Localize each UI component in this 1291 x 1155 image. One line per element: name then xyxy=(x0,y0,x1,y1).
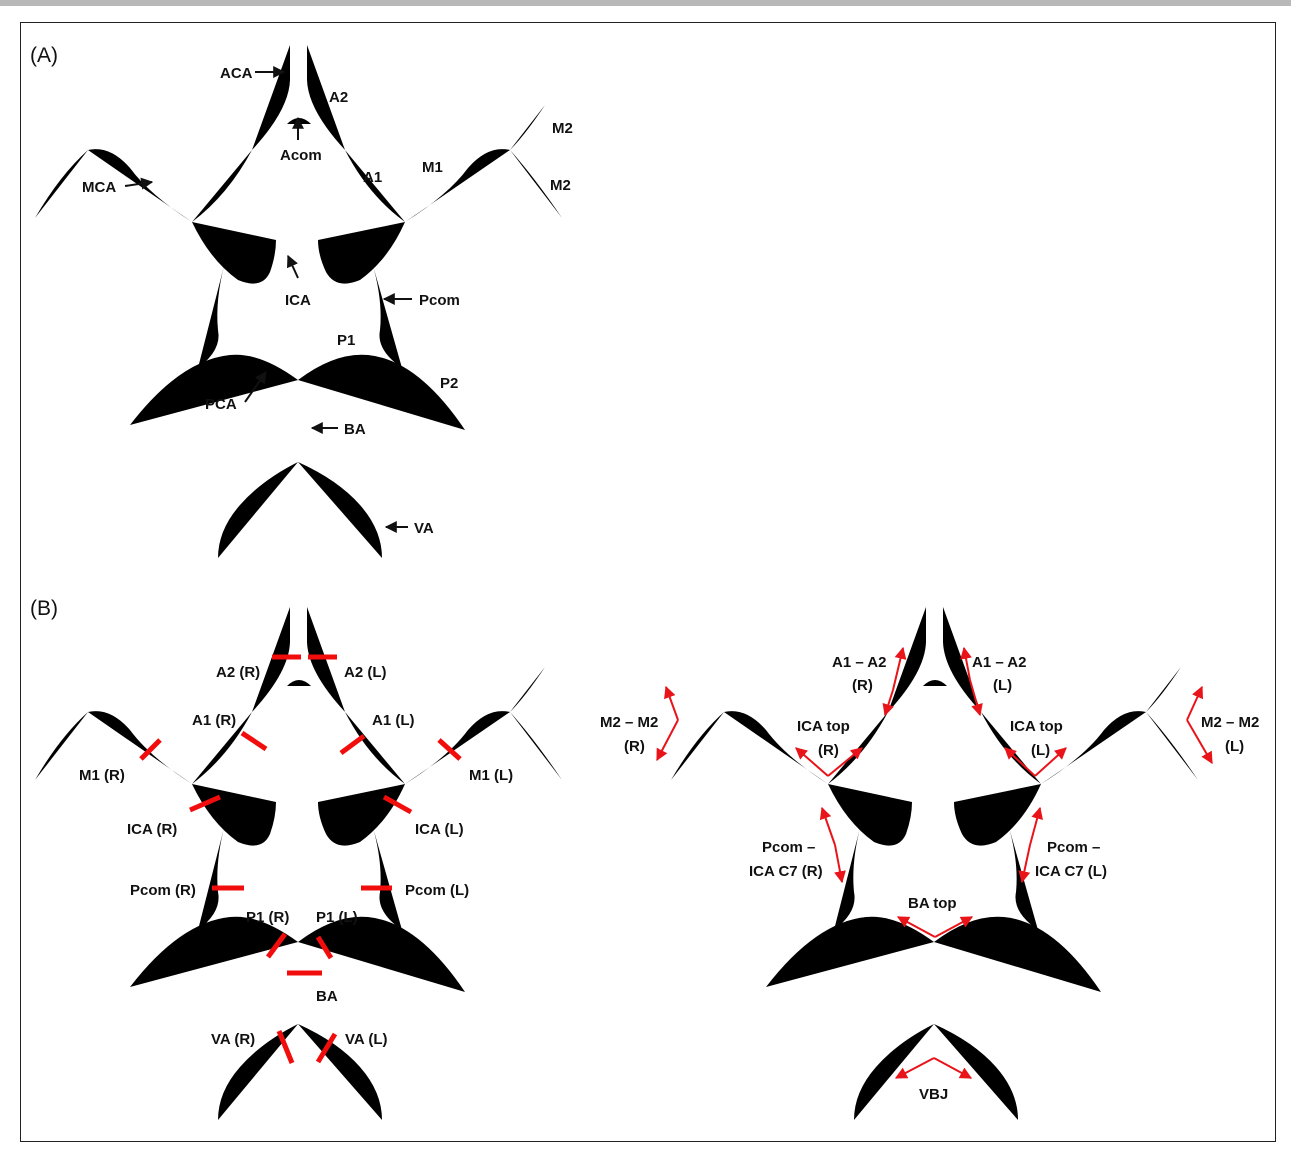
ica-l-bar-marker-icon xyxy=(382,794,413,815)
pca-label: PCA xyxy=(205,396,237,413)
a2-r-label: A2 (R) xyxy=(216,664,260,681)
p1-r-label: P1 (R) xyxy=(246,909,289,926)
ba-label: BA xyxy=(344,421,366,438)
a1a2-l-double-arrow-icon xyxy=(960,646,972,681)
va-l-bar-marker-icon xyxy=(315,1032,338,1064)
p1-r-bar-marker-icon xyxy=(265,932,288,959)
pcom-l-label: Pcom (L) xyxy=(405,882,469,899)
panel-b-left-markers xyxy=(139,654,462,1064)
a1a2-r-double-arrow-icon xyxy=(882,689,895,717)
pcom-label: Pcom xyxy=(419,292,460,309)
panel-b-left-vessels xyxy=(35,607,562,1120)
a1a2-l-label-line1: A1 – A2 xyxy=(972,654,1026,671)
pcomica-l-double-arrow-icon xyxy=(1029,806,1043,846)
ica-label: ICA xyxy=(285,292,311,309)
a1a2-l-label-line2: (L) xyxy=(993,677,1012,694)
va-l-label: VA (L) xyxy=(345,1031,388,1048)
vbj-double-arrow-icon xyxy=(894,1057,935,1079)
m2-upper-label: M2 xyxy=(552,120,573,137)
panel-b-right-arrows xyxy=(656,646,1213,1079)
ica-arrow-icon xyxy=(287,254,299,279)
icatop-l-double-arrow-icon xyxy=(1004,747,1036,777)
batop-label: BA top xyxy=(908,895,957,912)
icatop-r-label-line2: (R) xyxy=(818,742,839,759)
m1-label: M1 xyxy=(422,159,443,176)
batop-double-arrow-icon xyxy=(896,916,936,938)
va-r-label: VA (R) xyxy=(211,1031,255,1048)
icatop-l-label-line1: ICA top xyxy=(1010,718,1063,735)
a1-label: A1 xyxy=(363,169,382,186)
m1-l-bar-marker-icon xyxy=(437,738,462,761)
a1-l-bar-marker-icon xyxy=(339,733,366,756)
icatop-r-double-arrow-icon xyxy=(795,747,829,777)
p1-l-bar-marker-icon xyxy=(315,935,334,960)
a1a2-r-label-line1: A1 – A2 xyxy=(832,654,886,671)
panel-a-label: (A) xyxy=(30,44,58,67)
panel-a-arrows xyxy=(124,66,412,533)
va-r-bar-marker-icon xyxy=(276,1030,295,1064)
pcomica-l-label-line1: Pcom – xyxy=(1047,839,1100,856)
icatop-r-label-line1: ICA top xyxy=(797,718,850,735)
p1-l-label: P1 (L) xyxy=(316,909,358,926)
pcomica-r-label-line2: ICA C7 (R) xyxy=(749,863,823,880)
panel-b-left-labels: A2 (R) A2 (L) A1 (R) A1 (L) M1 (R) M1 (L… xyxy=(79,664,513,1048)
aca-label: ACA xyxy=(220,65,253,82)
acom-label: Acom xyxy=(280,147,322,164)
m2m2-r-label-line1: M2 – M2 xyxy=(600,714,658,731)
ica-r-label: ICA (R) xyxy=(127,821,177,838)
va-label: VA xyxy=(414,520,434,537)
mca-arrow-icon xyxy=(124,177,154,190)
m2m2-l-label-line1: M2 – M2 xyxy=(1201,714,1259,731)
m2m2-l-double-arrow-icon xyxy=(1186,685,1203,721)
pcomica-r-double-arrow-icon xyxy=(819,806,836,846)
p2-label: P2 xyxy=(440,375,458,392)
a1-r-label: A1 (R) xyxy=(192,712,236,729)
a1a2-r-label-line2: (R) xyxy=(852,677,873,694)
icatop-l-label-line2: (L) xyxy=(1031,742,1050,759)
ica-r-bar-marker-icon xyxy=(189,794,221,813)
a1-r-bar-marker-icon xyxy=(240,730,268,752)
ica-l-label: ICA (L) xyxy=(415,821,464,838)
m2-lower-label: M2 xyxy=(550,177,571,194)
pcom-r-label: Pcom (R) xyxy=(130,882,196,899)
p1-label: P1 xyxy=(337,332,355,349)
pcomica-l-label-line2: ICA C7 (L) xyxy=(1035,863,1107,880)
panel-b-right-labels: A1 – A2 (R) A1 – A2 (L) M2 – M2 (R) M2 –… xyxy=(600,654,1259,1103)
m2m2-l-label-line2: (L) xyxy=(1225,738,1244,755)
a2-label: A2 xyxy=(329,89,348,106)
pcomica-r-label-line1: Pcom – xyxy=(762,839,815,856)
panel-b-label: (B) xyxy=(30,597,58,620)
m2m2-r-label-line2: (R) xyxy=(624,738,645,755)
m1-l-label: M1 (L) xyxy=(469,767,513,784)
panel-a-labels: ACA A2 Acom A1 M1 M2 M2 MCA ICA Pcom P1 … xyxy=(82,65,573,537)
a2-l-label: A2 (L) xyxy=(344,664,387,681)
top-rule xyxy=(0,0,1291,6)
pca-arrow-icon xyxy=(244,371,267,403)
m2m2-r-double-arrow-icon xyxy=(664,685,679,721)
ba-label-b: BA xyxy=(316,988,338,1005)
m1-r-bar-marker-icon xyxy=(139,738,162,761)
a1-l-label: A1 (L) xyxy=(372,712,415,729)
mca-label: MCA xyxy=(82,179,116,196)
m1-r-label: M1 (R) xyxy=(79,767,125,784)
vbj-label: VBJ xyxy=(919,1086,948,1103)
